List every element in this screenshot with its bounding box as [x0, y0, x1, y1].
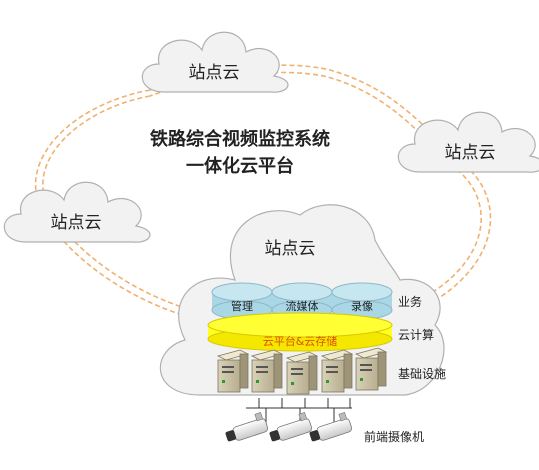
- server-icon: [250, 349, 284, 393]
- service-label: 管理: [231, 299, 253, 313]
- cloud-label: 站点云: [445, 143, 496, 163]
- cloud-label: 站点云: [189, 63, 240, 83]
- camera-icon: [269, 412, 313, 442]
- server-icon: [354, 347, 388, 391]
- service-label: 流媒体: [286, 299, 319, 313]
- cloud-top-left: 站点云: [141, 31, 289, 93]
- service-record: 录像: [331, 282, 393, 320]
- camera-icon: [225, 412, 269, 442]
- layer-label-infra: 基础设施: [398, 367, 446, 381]
- server-icon: [320, 349, 354, 393]
- title-line2: 一体化云平台: [186, 155, 294, 177]
- platform-disc: 云平台&云存储: [207, 312, 393, 352]
- camera-icon: [309, 412, 353, 442]
- platform-label: 云平台&云存储: [263, 334, 338, 348]
- servers: [216, 347, 388, 395]
- title-line1: 铁路综合视频监控系统: [150, 128, 330, 150]
- layer-label-business: 业务: [398, 294, 422, 309]
- service-label: 录像: [351, 300, 373, 313]
- cameras-label: 前端摄像机: [364, 429, 424, 444]
- server-icon: [216, 349, 250, 393]
- cloud-label: 站点云: [265, 239, 316, 259]
- cloud-label: 站点云: [51, 213, 102, 233]
- cloud-left: 站点云: [3, 181, 151, 243]
- server-icon: [285, 351, 319, 395]
- layer-label-compute: 云计算: [398, 327, 434, 342]
- cloud-right: 站点云: [397, 111, 539, 173]
